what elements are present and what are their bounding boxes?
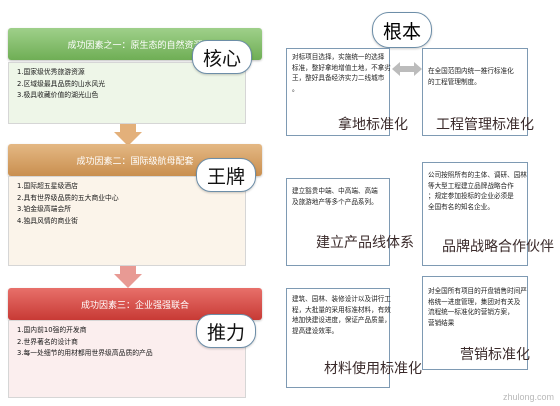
desc-line: 王，整好具备经济实力二线城市: [292, 74, 385, 82]
land-standard-box: [286, 48, 390, 136]
root-tag: 根本: [372, 12, 432, 48]
factor1-header-text: 成功因素之一：原生态的自然资源: [67, 40, 203, 51]
engineering-mgmt-title: 工程管理标准化: [436, 117, 534, 133]
desc-line: 地加快建设进度，保证产品质量，: [292, 316, 391, 324]
desc-line: ；规定参加投标的企业必须是: [428, 192, 514, 200]
marketing-standard-title: 营销标准化: [460, 347, 530, 363]
marketing-standard-desc: 对全国所有项目的开盘销售时间严 格统一进度管理，集团对有关及 流程统一标准化的营…: [428, 286, 527, 328]
product-line-box: [286, 178, 390, 266]
desc-line: 建立豁贵中端、中高端、高端: [292, 187, 378, 195]
factor2-panel: 1.国际超五星级酒店 2.具有世界级品质的五大商业中心 3.铂金级高端会所 4.…: [8, 176, 246, 266]
engineering-mgmt-desc: 在全国范围内统一推行标准化 的工程管理制度。: [428, 66, 514, 87]
desc-line: 建筑、园林、装修设计以及讲行工: [292, 295, 391, 303]
core-tag: 核心: [192, 40, 252, 74]
desc-line: 公司按照所有的主体、调研、园林: [428, 171, 527, 179]
factor1-item: 3.极具收藏价值的湖光山色: [17, 91, 99, 99]
marketing-standard-box: [422, 276, 528, 370]
product-line-desc: 建立豁贵中端、中高端、高端 及旅游地产等多个产品系列。: [292, 186, 378, 207]
push-tag-text: 推力: [206, 321, 245, 344]
desc-line: 程，大批量的采用标准材料，有效: [292, 305, 391, 314]
brand-partner-title: 品牌战略合作伙伴: [442, 239, 554, 255]
desc-line: 格统一进度管理，集团对有关及: [428, 297, 521, 306]
trump-tag: 王牌: [196, 158, 256, 192]
factor3-item: 1.国内前10强的开发商: [17, 326, 87, 334]
desc-line: 提高建设效率。: [292, 326, 339, 335]
core-tag-text: 核心: [202, 47, 241, 70]
desc-line: 。: [292, 84, 299, 93]
connector-arrow: [392, 62, 422, 76]
desc-line: 等大型工程建立品牌战略合作: [428, 181, 514, 190]
trump-tag-text: 王牌: [206, 165, 245, 188]
desc-line: 营销结果: [428, 318, 455, 327]
factor1-item: 2.区域级最具品质的山水风光: [17, 79, 106, 88]
factor3-item: 3.每一处细节的用材都用世界级高品质的产品: [17, 349, 153, 357]
push-tag: 推力: [196, 314, 256, 348]
brand-partner-box: [422, 162, 528, 266]
factor2-item: 2.具有世界级品质的五大商业中心: [17, 193, 119, 202]
material-standard-desc: 建筑、园林、装修设计以及讲行工 程，大批量的采用标准材料，有效 地加快建设进度，…: [292, 294, 391, 336]
desc-line: 对标项目选择，实施统一的选择: [292, 53, 385, 61]
desc-line: 对全国所有项目的开盘销售时间严: [428, 287, 527, 295]
desc-line: 标准，整好拿地增值土地，不拿劣: [292, 63, 391, 72]
down-arrow-1: [114, 124, 142, 146]
down-arrow-2: [114, 266, 142, 288]
factor2-item: 4.独具风情的商业街: [17, 216, 78, 225]
factor1-item: 1.国家级优秀旅游资源: [17, 68, 85, 76]
product-line-title: 建立产品线体系: [316, 235, 414, 251]
desc-line: 在全国范围内统一推行标准化: [428, 67, 514, 75]
land-standard-title: 拿地标准化: [338, 117, 408, 133]
watermark: zhulong.com: [502, 392, 554, 402]
land-standard-desc: 对标项目选择，实施统一的选择 标准，整好拿地增值土地，不拿劣 王，整好具备经济实…: [292, 52, 391, 94]
factor2-header-text: 成功因素二：国际级航母配套: [76, 156, 194, 167]
desc-line: 的工程管理制度。: [428, 77, 481, 86]
factor3-item: 2.世界著名的设计商: [17, 337, 78, 346]
desc-line: 流程统一标准化的营销方案，: [428, 308, 514, 316]
brand-partner-desc: 公司按照所有的主体、调研、园林 等大型工程建立品牌战略合作 ；规定参加投标的企业…: [428, 170, 527, 212]
engineering-mgmt-box: [422, 48, 528, 136]
material-standard-box: [286, 288, 390, 388]
desc-line: 全国有名的知名企业。: [428, 202, 494, 211]
factor2-item: 3.铂金级高端会所: [17, 205, 72, 213]
root-tag-text: 根本: [382, 20, 421, 43]
factor3-header-text: 成功因素三：企业强强联合: [80, 300, 189, 311]
desc-line: 及旅游地产等多个产品系列。: [292, 197, 378, 206]
material-standard-title: 材料使用标准化: [324, 361, 422, 377]
factor2-item: 1.国际超五星级酒店: [17, 182, 78, 190]
